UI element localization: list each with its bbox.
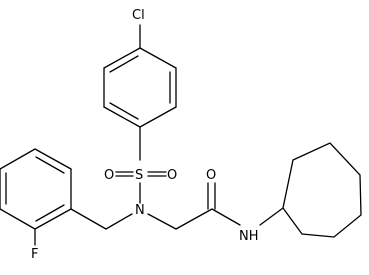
amide-nitrogen-label: NH	[239, 229, 259, 244]
carbonyl-oxygen-label: O	[206, 168, 216, 183]
sulfur-atom-label: S	[135, 168, 143, 183]
n-ch2-bond	[147, 213, 177, 230]
chlorophenyl-ring	[103, 47, 177, 128]
n-cycloheptyl-bond	[259, 207, 284, 226]
chlorine-atom-label: Cl	[132, 8, 145, 23]
sulfonyl-oxygen-left-label: O	[104, 168, 114, 183]
fluorophenyl-ring	[0, 148, 72, 230]
sulfonyl-oxygen-right-label: O	[167, 168, 177, 183]
sulfonyl-group	[115, 171, 167, 204]
carbonyl-n-bond	[211, 208, 241, 226]
ch2-aryl-bond	[70, 208, 107, 230]
fluorine-atom-label: F	[31, 247, 38, 262]
n-ch2-benzyl-bond	[105, 213, 133, 230]
sulfonamide-nitrogen-label: N	[135, 203, 145, 218]
ch2-carbonyl-bond	[175, 208, 213, 230]
cycloheptyl-ring	[282, 142, 362, 238]
